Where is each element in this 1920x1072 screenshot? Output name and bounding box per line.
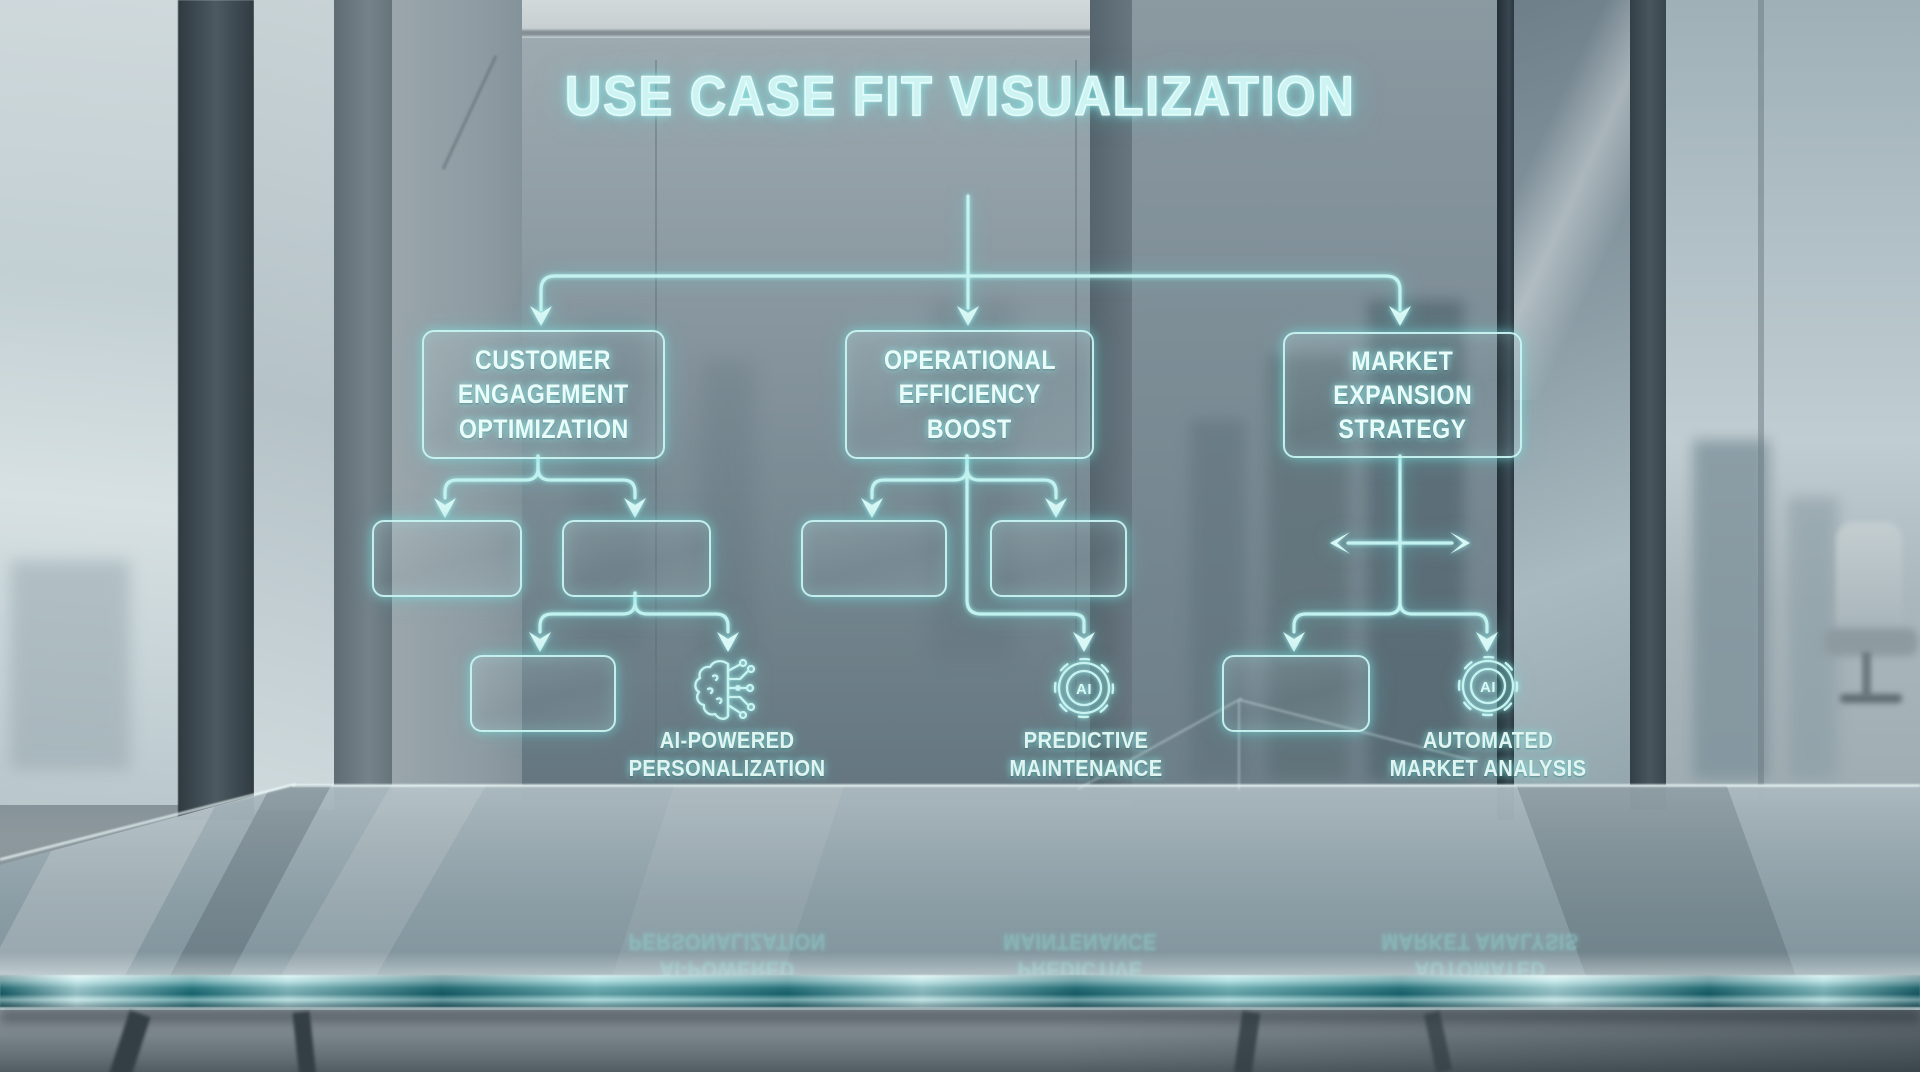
arrowhead-right xyxy=(1450,532,1470,554)
node-label-line: OPERATIONAL xyxy=(883,345,1056,376)
glass-pane-edge xyxy=(1238,700,1240,790)
arrowhead-down xyxy=(530,306,552,326)
connector-line xyxy=(538,591,637,634)
connector-line xyxy=(965,454,1058,500)
leaf-label-line: MARKET ANALYSIS xyxy=(1389,755,1587,782)
glass-seam xyxy=(1075,60,1077,790)
window-mullion xyxy=(1758,0,1764,800)
subnode-empty-1 xyxy=(372,520,522,597)
arrowhead-down xyxy=(861,498,883,518)
leaf-label-line: AI-POWERED xyxy=(659,727,795,753)
node-operational-efficiency-boost: OPERATIONAL EFFICIENCY BOOST xyxy=(845,330,1094,459)
leaf-label-line: PERSONALIZATION xyxy=(628,755,826,782)
table-glass-edge xyxy=(0,975,1920,1008)
node-label-line: EFFICIENCY xyxy=(898,379,1041,410)
connector-line xyxy=(1398,600,1489,634)
subnode-empty-4 xyxy=(990,520,1127,597)
arrowhead-down xyxy=(1073,632,1095,652)
connector-line xyxy=(1292,600,1402,634)
subnode-empty-6 xyxy=(1222,655,1370,732)
leaf-label-line: PREDICTIVE xyxy=(1023,727,1149,753)
connector-line xyxy=(965,454,1086,634)
window-mullion xyxy=(1630,0,1666,810)
connector-line xyxy=(443,454,540,500)
node-label-line: CUSTOMER xyxy=(475,345,612,376)
arrowhead-down xyxy=(624,498,646,518)
window-pane xyxy=(254,0,334,810)
glass-table-top xyxy=(0,785,1920,1010)
connector-line xyxy=(870,454,969,500)
brain-circuit-icon xyxy=(694,658,756,720)
table-front-highlight xyxy=(0,952,1920,976)
leaf-label-automated-market-analysis: AUTOMATED MARKET ANALYSIS xyxy=(1338,726,1638,782)
city-building-silhouette xyxy=(700,360,755,660)
gear-ai-icon: AI xyxy=(1053,657,1115,719)
table-glass-edge-line xyxy=(0,1007,1920,1011)
floor-shadow xyxy=(0,1010,1920,1072)
node-label-line: EXPANSION xyxy=(1333,379,1472,410)
leaf-label-ai-powered-personalization: AI-POWERED PERSONALIZATION xyxy=(577,726,877,782)
arrowhead-down xyxy=(1476,632,1498,652)
node-market-expansion-strategy: MARKET EXPANSION STRATEGY xyxy=(1283,332,1522,458)
arrowhead-down xyxy=(1283,632,1305,652)
window-pane xyxy=(1514,0,1630,810)
subnode-empty-3 xyxy=(801,520,947,597)
ai-badge-text: AI xyxy=(1076,681,1092,698)
city-building-silhouette xyxy=(10,560,130,770)
diagram-title-text: USE CASE FIT VISUALIZATION xyxy=(564,64,1356,127)
node-label-line: MARKET xyxy=(1351,345,1454,376)
diagram-title: USE CASE FIT VISUALIZATION xyxy=(0,64,1920,127)
connector-line xyxy=(633,591,730,634)
ceiling-edge-line xyxy=(430,30,1500,36)
arrowhead-down xyxy=(717,632,739,652)
subnode-empty-2 xyxy=(562,520,711,597)
office-chair-seat xyxy=(1824,628,1918,656)
city-building-silhouette xyxy=(1268,355,1348,780)
leaf-label-predictive-maintenance: PREDICTIVE MAINTENANCE xyxy=(936,726,1236,782)
leaf-label-line: AUTOMATED xyxy=(1422,727,1554,753)
city-building-silhouette xyxy=(1190,420,1245,780)
node-label-line: BOOST xyxy=(927,413,1012,444)
office-chair-post xyxy=(1862,652,1871,696)
subnode-empty-5 xyxy=(470,655,616,732)
node-label-line: ENGAGEMENT xyxy=(458,379,629,410)
arrowhead-down xyxy=(957,306,979,326)
arrowhead-down xyxy=(434,498,456,518)
arrowhead-left xyxy=(1330,532,1350,554)
floor xyxy=(0,1010,1920,1072)
arrowhead-down xyxy=(1389,306,1411,326)
connector-line xyxy=(539,274,1402,312)
city-building-silhouette xyxy=(1693,440,1769,780)
wall-corner xyxy=(1497,0,1514,820)
node-label-line: STRATEGY xyxy=(1338,414,1467,444)
arrowhead-down xyxy=(529,632,551,652)
table-back-edge xyxy=(292,784,1920,787)
office-chair-base xyxy=(1840,694,1902,703)
node-label-line: OPTIMIZATION xyxy=(458,413,629,444)
glass-wall-panel xyxy=(522,38,1090,800)
arrowhead-down xyxy=(1045,498,1067,518)
ai-badge-text: AI xyxy=(1480,679,1496,696)
glass-reflection-streak xyxy=(1514,0,1630,400)
office-chair xyxy=(1836,522,1902,640)
wall-column xyxy=(334,0,392,800)
leaf-label-line: MAINTENANCE xyxy=(1009,755,1163,782)
node-customer-engagement-optimization: CUSTOMER ENGAGEMENT OPTIMIZATION xyxy=(422,330,665,459)
city-building-silhouette xyxy=(1368,300,1464,780)
gear-ai-icon: AI xyxy=(1457,655,1519,717)
glass-seam xyxy=(655,60,657,790)
window-frame xyxy=(178,0,254,820)
connector-line xyxy=(536,454,637,500)
